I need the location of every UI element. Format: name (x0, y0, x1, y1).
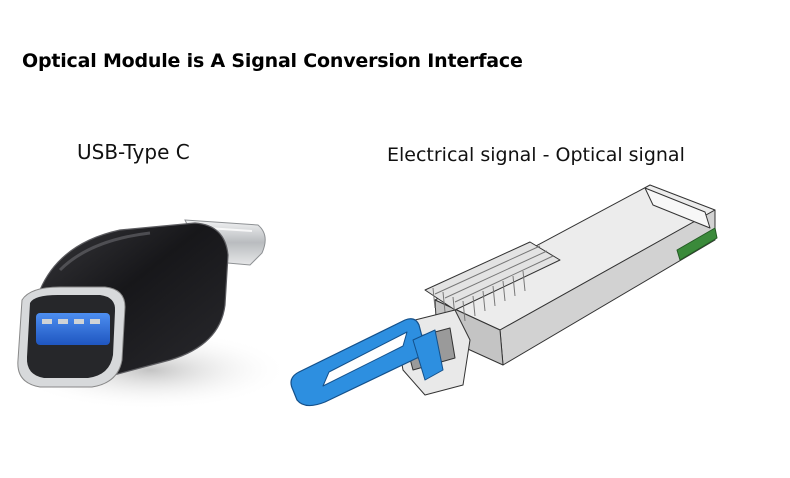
optical-caption: Electrical signal - Optical signal (387, 144, 685, 166)
page-title: Optical Module is A Signal Conversion In… (22, 50, 523, 72)
usb-blue-tongue (36, 313, 110, 345)
usb-adapter-image (10, 219, 290, 410)
pcb-edge-connector (676, 227, 718, 261)
optical-module-image (290, 184, 718, 407)
usb-a-port (17, 286, 126, 388)
usb-caption: USB-Type C (77, 140, 190, 164)
